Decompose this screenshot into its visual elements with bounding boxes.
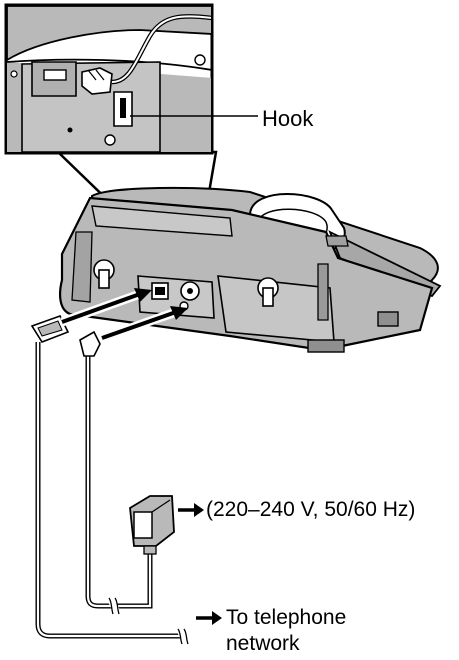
telephone-network-label-line2: network	[226, 632, 300, 655]
telephone-line-cord	[30, 315, 184, 639]
cable-break-icon	[107, 597, 121, 615]
hook-label: Hook	[262, 106, 314, 131]
phone-base	[59, 186, 442, 353]
power-supply-label: (220–240 V, 50/60 Hz)	[206, 498, 416, 521]
ac-adaptor-cord	[79, 330, 153, 609]
wall-mount-hole-right	[257, 277, 279, 307]
hook-detail-inset	[4, 3, 214, 155]
wall-mount-hole-left	[93, 259, 115, 289]
arrow-right-icon	[178, 503, 204, 517]
insert-arrow-line-cord	[60, 288, 152, 327]
insert-arrow-dc-plug	[100, 306, 188, 343]
dc-plug	[79, 330, 101, 357]
cable-break-icon	[176, 628, 190, 645]
arrow-right-icon	[196, 611, 222, 625]
ac-adaptor	[129, 495, 175, 555]
telephone-network-label-line1: To telephone	[226, 606, 347, 629]
